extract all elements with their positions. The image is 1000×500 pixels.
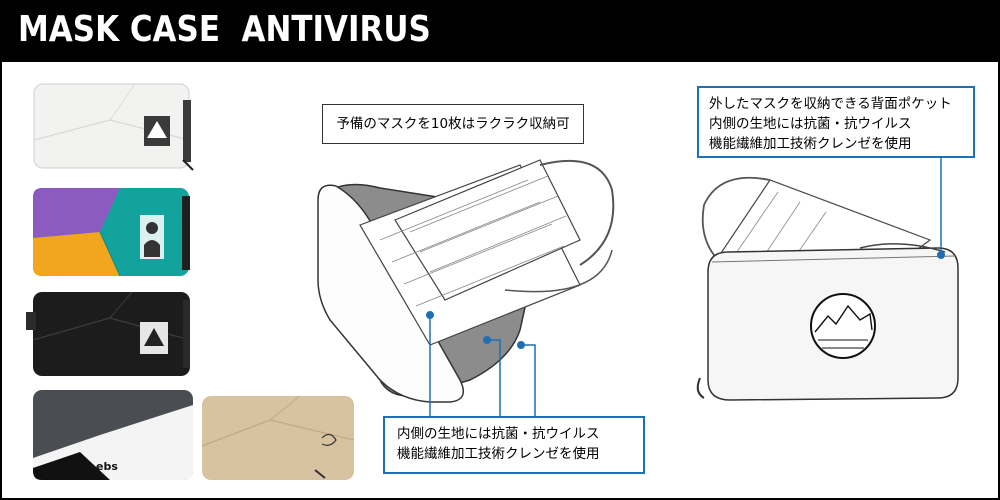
open-case-illustration bbox=[317, 159, 615, 418]
back-pocket-callout: 外したマスクを収納できる背面ポケット 内側の生地には抗菌・抗ウイルス 機能繊維加… bbox=[697, 86, 975, 158]
svg-text:ebs: ebs bbox=[96, 460, 118, 473]
case-grey-photo: ebs bbox=[33, 390, 193, 480]
capacity-callout-line1: 予備のマスクを10枚はラクラク収納可 bbox=[336, 116, 570, 132]
back-pocket-callout-line3: 機能繊維加工技術クレンゼを使用 bbox=[709, 136, 912, 152]
capacity-callout: 予備のマスクを10枚はラクラク収納可 bbox=[322, 104, 584, 144]
panel-border bbox=[0, 60, 1000, 500]
back-pocket-callout-line2: 内側の生地には抗菌・抗ウイルス bbox=[709, 116, 912, 132]
back-pocket-illustration bbox=[696, 158, 959, 401]
case-beige-photo bbox=[201, 395, 355, 480]
case-color-photo bbox=[33, 188, 190, 277]
case-black-photo bbox=[26, 291, 191, 376]
antiviral-fabric-callout-line1: 内側の生地には抗菌・抗ウイルス bbox=[397, 426, 600, 442]
case-white-photo bbox=[33, 83, 194, 171]
antiviral-fabric-callout: 内側の生地には抗菌・抗ウイルス 機能繊維加工技術クレンゼを使用 bbox=[383, 416, 645, 474]
back-pocket-callout-line1: 外したマスクを収納できる背面ポケット bbox=[709, 96, 952, 112]
antiviral-fabric-callout-line2: 機能繊維加工技術クレンゼを使用 bbox=[397, 446, 600, 462]
page-title: MASK CASE ANTIVIRUS bbox=[18, 9, 431, 50]
header-bar: MASK CASE ANTIVIRUS bbox=[0, 0, 1000, 60]
